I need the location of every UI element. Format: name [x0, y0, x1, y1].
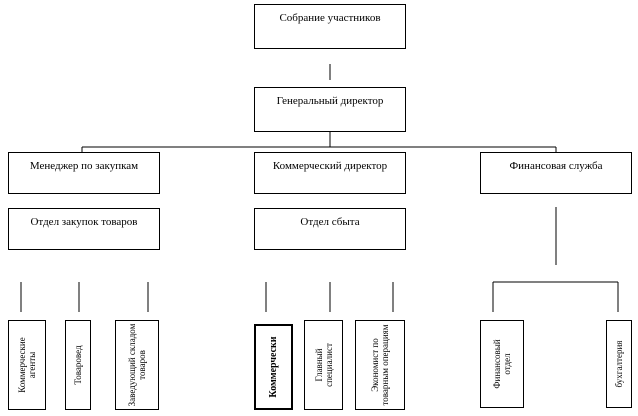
procurement-manager-box: Менеджер по закупкам [8, 152, 160, 194]
procurement-dept-box: Отдел закупок товаров [8, 208, 160, 250]
agents-box: Коммерческие агенты [8, 320, 46, 410]
agents-label: Коммерческие агенты [17, 337, 37, 393]
finance-dept-label: Финансовый отдел [492, 339, 512, 389]
procurement-dept-label: Отдел закупок товаров [30, 216, 138, 228]
warehouse-head-box: Заведующий складом товаров [115, 320, 159, 410]
commercial-staff-label: Коммерчески [267, 336, 279, 398]
merchandiser-label: Товаровед [73, 345, 83, 385]
warehouse-head-label: Заведующий складом товаров [127, 323, 147, 407]
director-label: Генеральный директор [276, 95, 384, 107]
accounting-box: бухгалтерия [606, 320, 632, 408]
meeting-box: Собрание участников [254, 4, 406, 49]
chief-specialist-label: Главный специалист [313, 343, 334, 387]
merchandiser-box: Товаровед [65, 320, 91, 410]
procurement-manager-label: Менеджер по закупкам [29, 160, 139, 172]
sales-dept-label: Отдел сбыта [300, 216, 360, 228]
finance-service-label: Финансовая служба [509, 160, 603, 172]
finance-dept-box: Финансовый отдел [480, 320, 524, 408]
chief-specialist-box: Главный специалист [304, 320, 343, 410]
accounting-label: бухгалтерия [614, 340, 624, 388]
meeting-label: Собрание участников [279, 12, 381, 24]
sales-dept-box: Отдел сбыта [254, 208, 406, 250]
economist-label: Экономист по товарным операциям [370, 324, 390, 406]
economist-box: Экономист по товарным операциям [355, 320, 405, 410]
commercial-director-label: Коммерческий директор [272, 160, 388, 172]
director-box: Генеральный директор [254, 87, 406, 132]
commercial-staff-box: Коммерчески [254, 324, 293, 410]
finance-service-box: Финансовая служба [480, 152, 632, 194]
commercial-director-box: Коммерческий директор [254, 152, 406, 194]
